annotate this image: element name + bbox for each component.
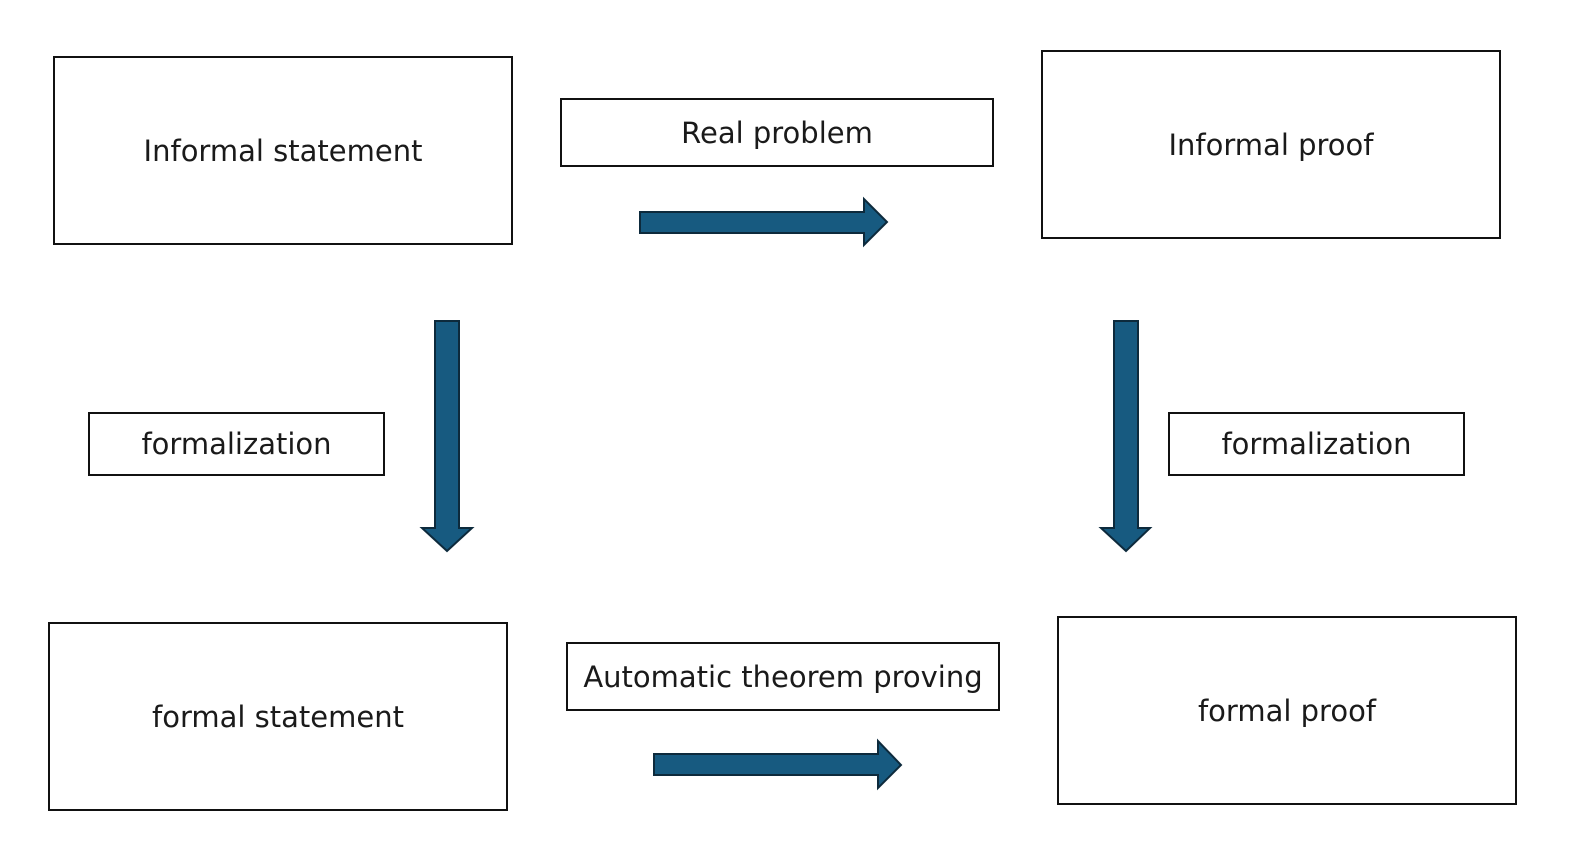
formal-proof-text: formal proof — [1197, 693, 1377, 728]
informal-proof-box: Informal proof — [1041, 50, 1501, 239]
formal-statement-text: formal statement — [152, 699, 404, 734]
arrow-down-icon-right — [1098, 320, 1153, 553]
formalization-right-text: formalization — [1221, 427, 1412, 461]
informal-proof-text: Informal proof — [1168, 127, 1374, 162]
formal-proof-box: formal proof — [1057, 616, 1517, 805]
automatic-theorem-proving-text: Automatic theorem proving — [583, 659, 983, 694]
informal-statement-text: Informal statement — [143, 133, 423, 168]
automatic-theorem-proving-label: Automatic theorem proving — [566, 642, 1000, 711]
real-problem-label: Real problem — [560, 98, 994, 167]
informal-statement-box: Informal statement — [53, 56, 513, 245]
arrow-down-icon-left — [419, 320, 475, 553]
arrow-right-icon-top — [639, 196, 889, 248]
formalization-label-left: formalization — [88, 412, 385, 476]
arrow-right-icon-bottom — [653, 738, 903, 791]
formalization-left-text: formalization — [141, 427, 332, 461]
real-problem-text: Real problem — [681, 115, 873, 150]
formalization-label-right: formalization — [1168, 412, 1465, 476]
formal-statement-box: formal statement — [48, 622, 508, 811]
